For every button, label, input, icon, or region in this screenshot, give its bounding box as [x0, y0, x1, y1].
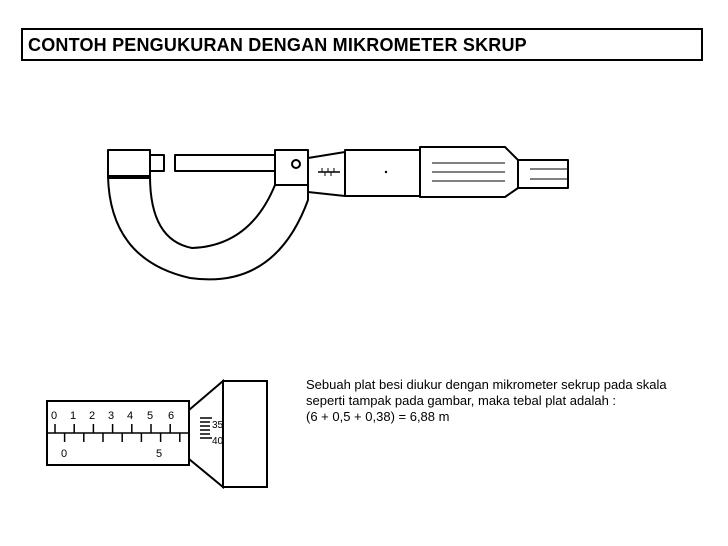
micrometer-anvil-tip — [149, 154, 165, 172]
thimble-body — [222, 380, 268, 488]
scale-detail — [46, 378, 268, 490]
micrometer-sleeve — [307, 151, 346, 197]
title-box: CONTOH PENGUKURAN DENGAN MIKROMETER SKRU… — [21, 28, 703, 61]
main-scale-top-label: 5 — [147, 410, 153, 422]
micrometer-lock-screw — [291, 159, 301, 169]
slide-title: CONTOH PENGUKURAN DENGAN MIKROMETER SKRU… — [28, 35, 527, 55]
micrometer-frame — [107, 175, 309, 281]
thimble-scale-label: 35 — [212, 420, 224, 431]
main-scale-top-label: 3 — [108, 410, 114, 422]
micrometer-ratchet — [517, 159, 569, 189]
main-scale-ticks — [54, 424, 181, 442]
description-line-3: (6 + 0,5 + 0,38) = 6,88 m — [306, 409, 450, 424]
description-line-2: seperti tampak pada gambar, maka tebal p… — [306, 393, 617, 408]
main-scale-top-label: 1 — [70, 410, 76, 422]
description: Sebuah plat besi diukur dengan mikromete… — [306, 377, 716, 425]
thimble-scale-label: 40 — [212, 436, 224, 447]
main-scale-top-label: 6 — [168, 410, 174, 422]
description-line-1: Sebuah plat besi diukur dengan mikromete… — [306, 377, 667, 392]
main-scale-top-label: 4 — [127, 410, 133, 422]
micrometer-anvil — [107, 149, 151, 179]
main-scale-top-label: 0 — [51, 410, 57, 422]
micrometer-lock-block — [274, 149, 309, 186]
main-scale-bottom-label: 0 — [61, 448, 67, 460]
main-scale-top-label: 2 — [89, 410, 95, 422]
micrometer-thimble — [344, 149, 421, 197]
main-scale-bottom-label: 5 — [156, 448, 162, 460]
micrometer-spindle — [174, 154, 276, 172]
